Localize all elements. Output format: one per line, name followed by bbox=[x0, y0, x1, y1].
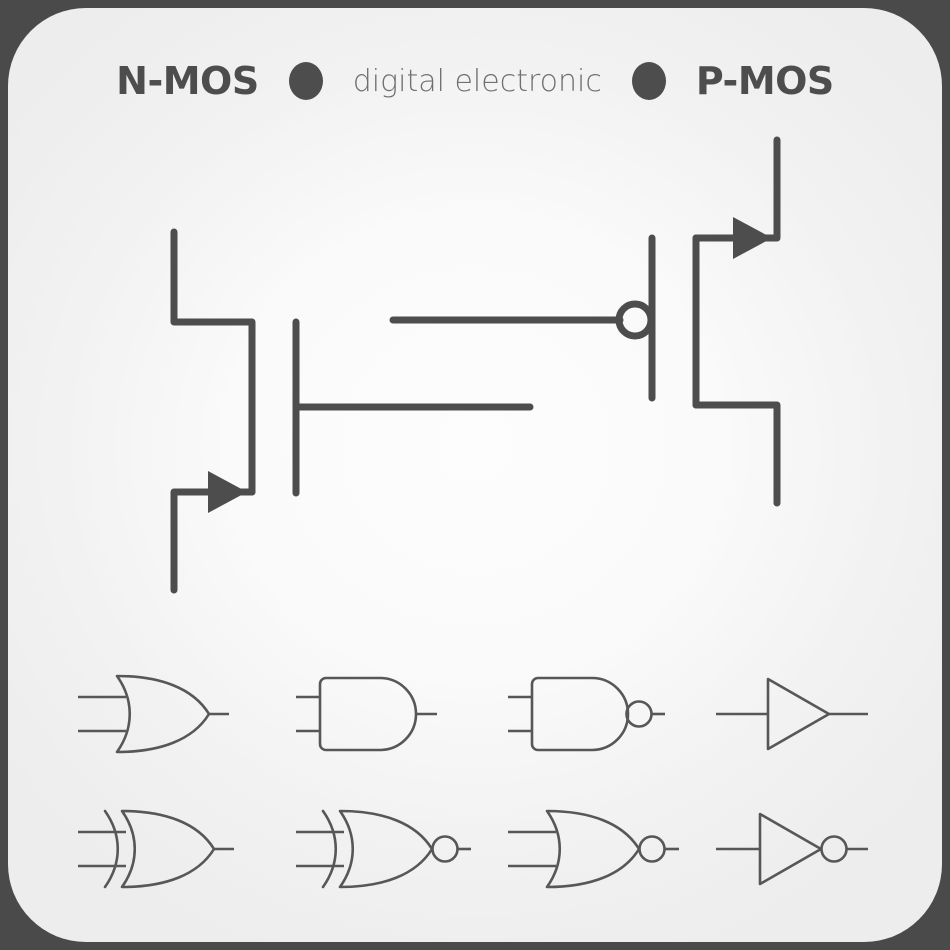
nmos-drain-lead bbox=[170, 228, 256, 496]
nmos-arrow-icon bbox=[208, 471, 247, 513]
pmos-drain-lead bbox=[692, 401, 781, 507]
gate-buffer bbox=[716, 677, 868, 751]
gate-or bbox=[78, 674, 229, 754]
content-card bbox=[8, 8, 942, 942]
gate-nor-body bbox=[545, 809, 641, 889]
gate-xor-extra-arc bbox=[103, 809, 120, 889]
gate-nand-body bbox=[530, 676, 630, 752]
gate-xnor bbox=[296, 809, 471, 889]
gate-xnor-bubble-icon bbox=[431, 835, 459, 863]
gate-nand bbox=[508, 676, 665, 752]
gate-not bbox=[716, 812, 868, 886]
gate-xnor-extra-arc bbox=[321, 809, 338, 889]
pmos-source-top-lead bbox=[692, 136, 781, 242]
gate-buffer-body bbox=[766, 677, 831, 751]
nmos-symbol bbox=[170, 228, 534, 594]
gate-nand-bubble-icon bbox=[625, 700, 653, 728]
pmos-arrow-icon bbox=[733, 217, 772, 259]
gate-xor-body bbox=[120, 809, 216, 889]
pmos-gate-bubble-icon bbox=[615, 300, 655, 340]
pmos-symbol bbox=[389, 136, 781, 507]
gate-xnor-body bbox=[338, 809, 434, 889]
gate-and bbox=[296, 676, 437, 752]
gate-xor bbox=[78, 809, 234, 889]
gate-nor-bubble-icon bbox=[638, 835, 666, 863]
gate-nor bbox=[508, 809, 679, 889]
gate-or-body bbox=[115, 674, 211, 754]
gate-and-body bbox=[318, 676, 418, 752]
gate-not-body bbox=[758, 812, 823, 886]
gate-not-bubble-icon bbox=[820, 835, 848, 863]
